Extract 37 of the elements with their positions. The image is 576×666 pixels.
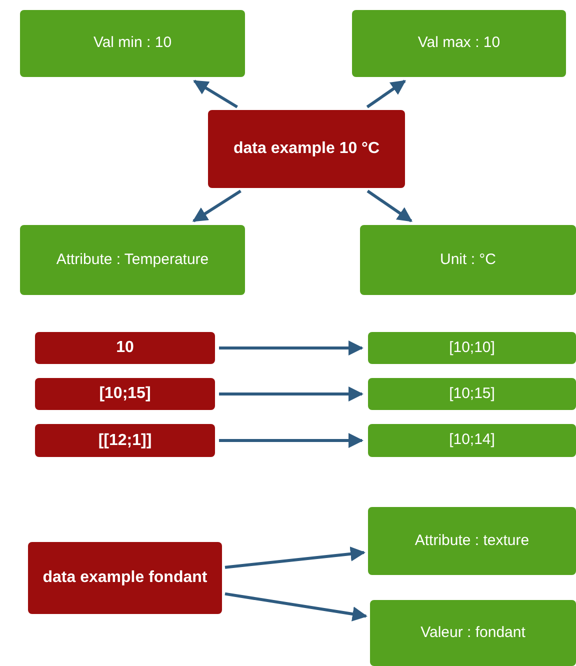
result-box <box>352 10 566 77</box>
result-box <box>20 225 245 295</box>
data-box <box>35 424 215 457</box>
box-text: Attribute : Temperature <box>56 250 209 270</box>
result-box <box>368 332 576 364</box>
arrow <box>193 80 238 108</box>
box-text: Val min : 10 <box>93 34 172 53</box>
result-box <box>368 424 576 457</box>
box-text: [10;14] <box>449 431 495 450</box>
result-box <box>20 10 245 77</box>
box-text: Attribute : texture <box>414 532 530 550</box>
box-text: data example 10 °C <box>233 139 380 159</box>
box-text: Unit : °C <box>440 250 496 270</box>
arrow <box>366 190 412 222</box>
box-text: [[12;1]] <box>98 430 152 450</box>
result-box <box>370 600 576 666</box>
box-text: [10;10] <box>449 338 495 358</box>
box-text: Valeur : fondant <box>420 624 526 642</box>
arrow <box>224 592 368 622</box>
arrow <box>192 190 242 222</box>
data-box <box>28 542 222 614</box>
arrow <box>219 340 364 356</box>
arrow <box>219 433 364 448</box>
box-text: data example fondant <box>42 568 208 588</box>
arrow <box>366 80 406 108</box>
data-box <box>208 110 405 188</box>
result-box <box>360 225 576 295</box>
box-text: [10;15] <box>449 384 495 404</box>
arrow <box>219 386 364 402</box>
data-box <box>35 332 215 364</box>
box-text: Val max : 10 <box>418 34 500 53</box>
data-box <box>35 378 215 410</box>
result-box <box>368 507 576 575</box>
arrow <box>224 546 366 569</box>
result-box <box>368 378 576 410</box>
box-text: [10;15] <box>99 384 151 404</box>
box-text: 10 <box>116 338 134 358</box>
